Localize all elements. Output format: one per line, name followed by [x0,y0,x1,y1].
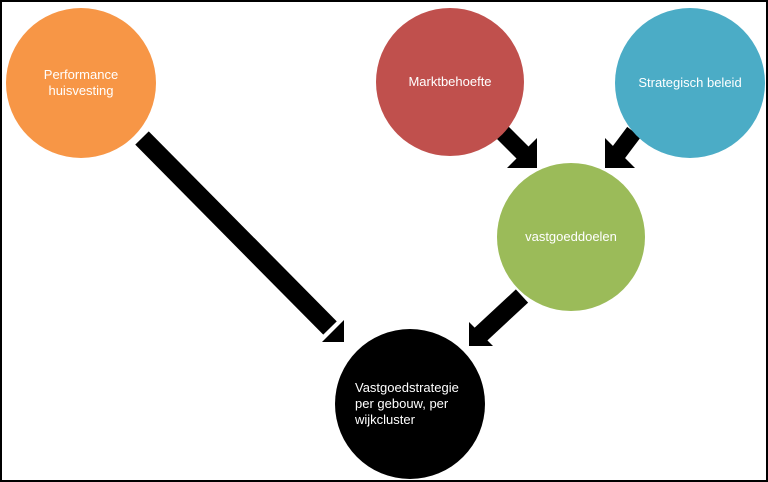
node-label: Vastgoedstrategie per gebouw, per wijkcl… [355,380,459,427]
node-label: Strategisch beleid [638,75,742,90]
arrow-markt-to-doelen [495,125,537,168]
node-marktbehoefte: Marktbehoefte [376,8,524,156]
arrow-beleid-to-doelen [605,126,641,168]
node-label: Marktbehoefte [408,74,492,89]
node-label: Performance huisvesting [43,67,119,98]
node-vastgoedstrategie: Vastgoedstrategie per gebouw, per wijkcl… [335,329,485,479]
arrow-doelen-to-strategie [469,289,529,346]
node-strategisch-beleid: Strategisch beleid [615,8,765,158]
arrow-performance-to-strategie [135,131,344,342]
node-label: vastgoeddoelen [525,229,617,244]
node-vastgoeddoelen: vastgoeddoelen [497,163,645,311]
node-performance-huisvesting: Performance huisvesting [6,8,156,158]
